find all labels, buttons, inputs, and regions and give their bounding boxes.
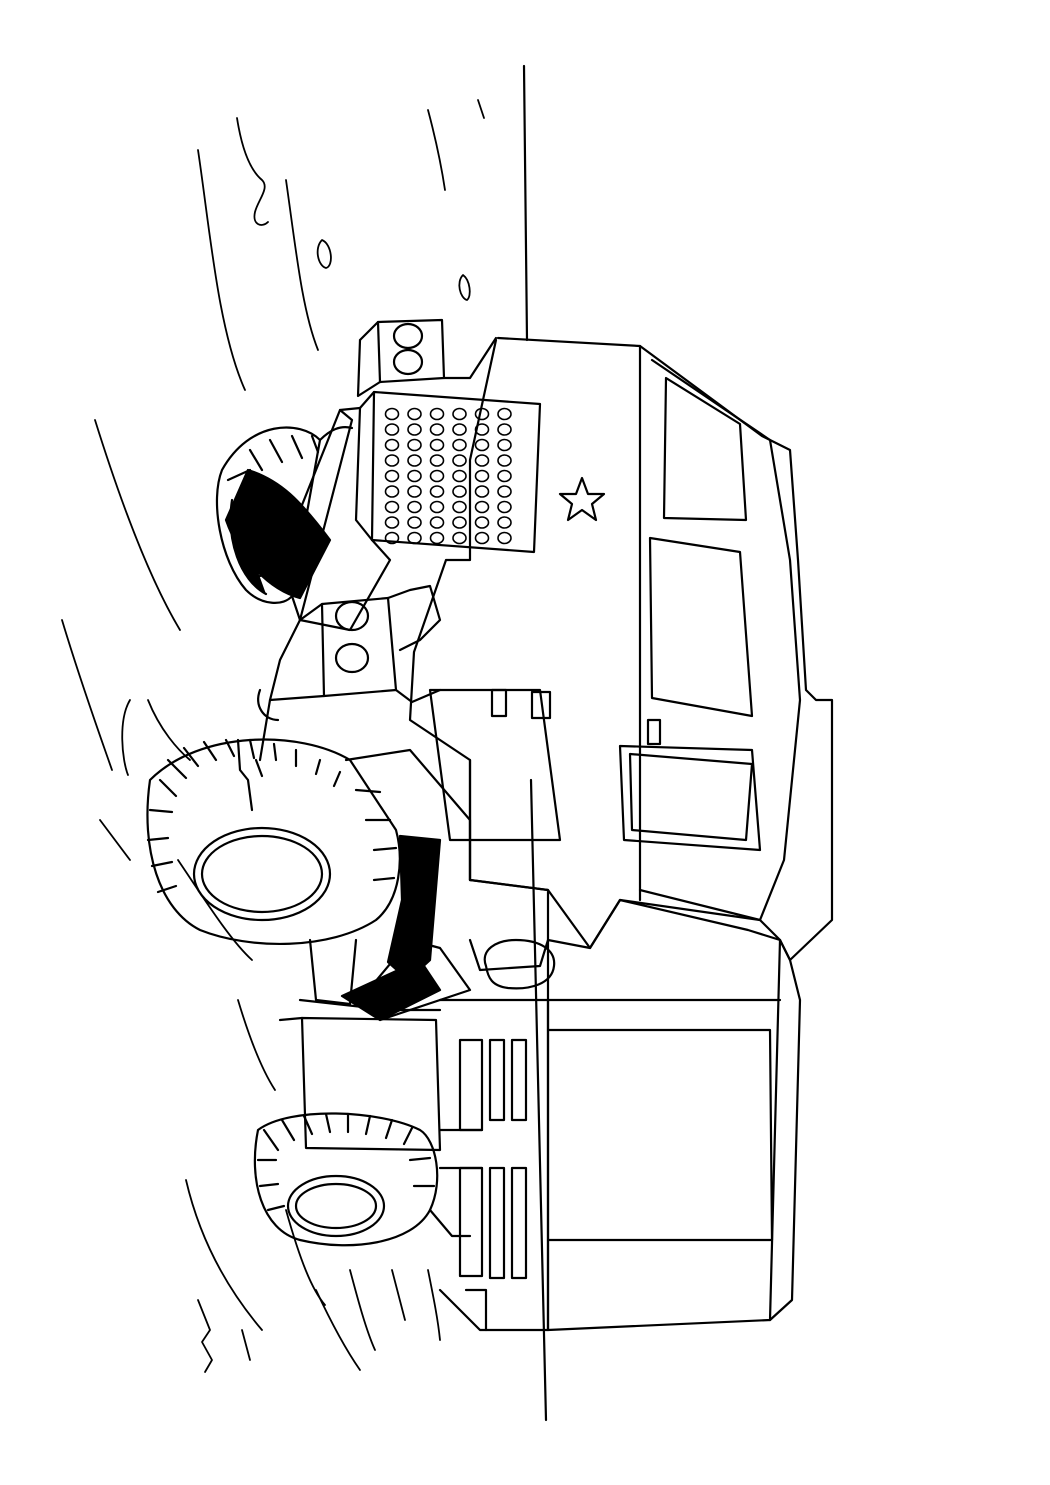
launcher-tube	[476, 533, 489, 544]
launcher-tube	[498, 486, 511, 497]
launcher-tube	[386, 440, 399, 451]
upper-window	[664, 378, 746, 520]
launcher-tube	[498, 424, 511, 435]
launcher-tube	[453, 517, 466, 528]
launcher-tube	[476, 440, 489, 451]
launcher-tube	[408, 502, 421, 513]
launcher-tube	[431, 440, 444, 451]
launcher-tube	[498, 440, 511, 451]
launcher-tube	[431, 424, 444, 435]
launcher-tube	[453, 409, 466, 420]
rocket-launcher-pod	[280, 392, 540, 630]
launcher-tube	[431, 471, 444, 482]
rear-hatch-window	[630, 754, 752, 840]
front-wheel	[255, 1113, 470, 1245]
launcher-tube	[498, 455, 511, 466]
launcher-tube	[498, 517, 511, 528]
launcher-tube	[453, 455, 466, 466]
rear-cabin	[410, 338, 832, 960]
launcher-tube	[386, 533, 399, 544]
launcher-tube	[408, 486, 421, 497]
launcher-tube	[453, 440, 466, 451]
launcher-tube	[386, 409, 399, 420]
dust-strokes	[62, 100, 484, 1372]
launcher-tubes	[386, 409, 512, 544]
launcher-tube	[386, 486, 399, 497]
chassis	[300, 750, 554, 1020]
launcher-tube	[431, 533, 444, 544]
launcher-bracket-top	[358, 320, 496, 396]
launcher-tube	[386, 471, 399, 482]
launcher-tube	[453, 424, 466, 435]
launcher-tube	[498, 471, 511, 482]
launcher-tube	[386, 502, 399, 513]
launcher-tube	[408, 409, 421, 420]
launcher-tube	[476, 455, 489, 466]
launcher-tube	[453, 533, 466, 544]
launcher-tube	[498, 533, 511, 544]
launcher-tube	[431, 409, 444, 420]
middle-wheel	[147, 740, 399, 944]
launcher-tube	[408, 533, 421, 544]
launcher-tube	[476, 471, 489, 482]
launcher-tube	[476, 517, 489, 528]
launcher-tube	[386, 455, 399, 466]
launcher-tube	[431, 455, 444, 466]
launcher-tube	[431, 502, 444, 513]
launcher-tube	[476, 409, 489, 420]
launcher-tube	[453, 471, 466, 482]
front-cab	[280, 900, 800, 1330]
ground-line	[524, 66, 546, 1420]
launcher-tube	[408, 517, 421, 528]
rear-wheel	[217, 427, 352, 603]
launcher-tube	[498, 409, 511, 420]
launcher-tube	[408, 424, 421, 435]
launcher-tube	[408, 440, 421, 451]
launcher-tube	[476, 502, 489, 513]
launcher-tube	[453, 486, 466, 497]
launcher-tube	[498, 502, 511, 513]
launcher-tube	[408, 471, 421, 482]
launcher-tube	[386, 517, 399, 528]
lower-window	[650, 538, 752, 716]
star-icon	[560, 478, 604, 520]
launcher-tube	[431, 517, 444, 528]
launcher-tube	[453, 502, 466, 513]
launcher-tube	[386, 424, 399, 435]
launcher-tube	[408, 455, 421, 466]
launcher-tube	[431, 486, 444, 497]
launcher-tube	[476, 486, 489, 497]
